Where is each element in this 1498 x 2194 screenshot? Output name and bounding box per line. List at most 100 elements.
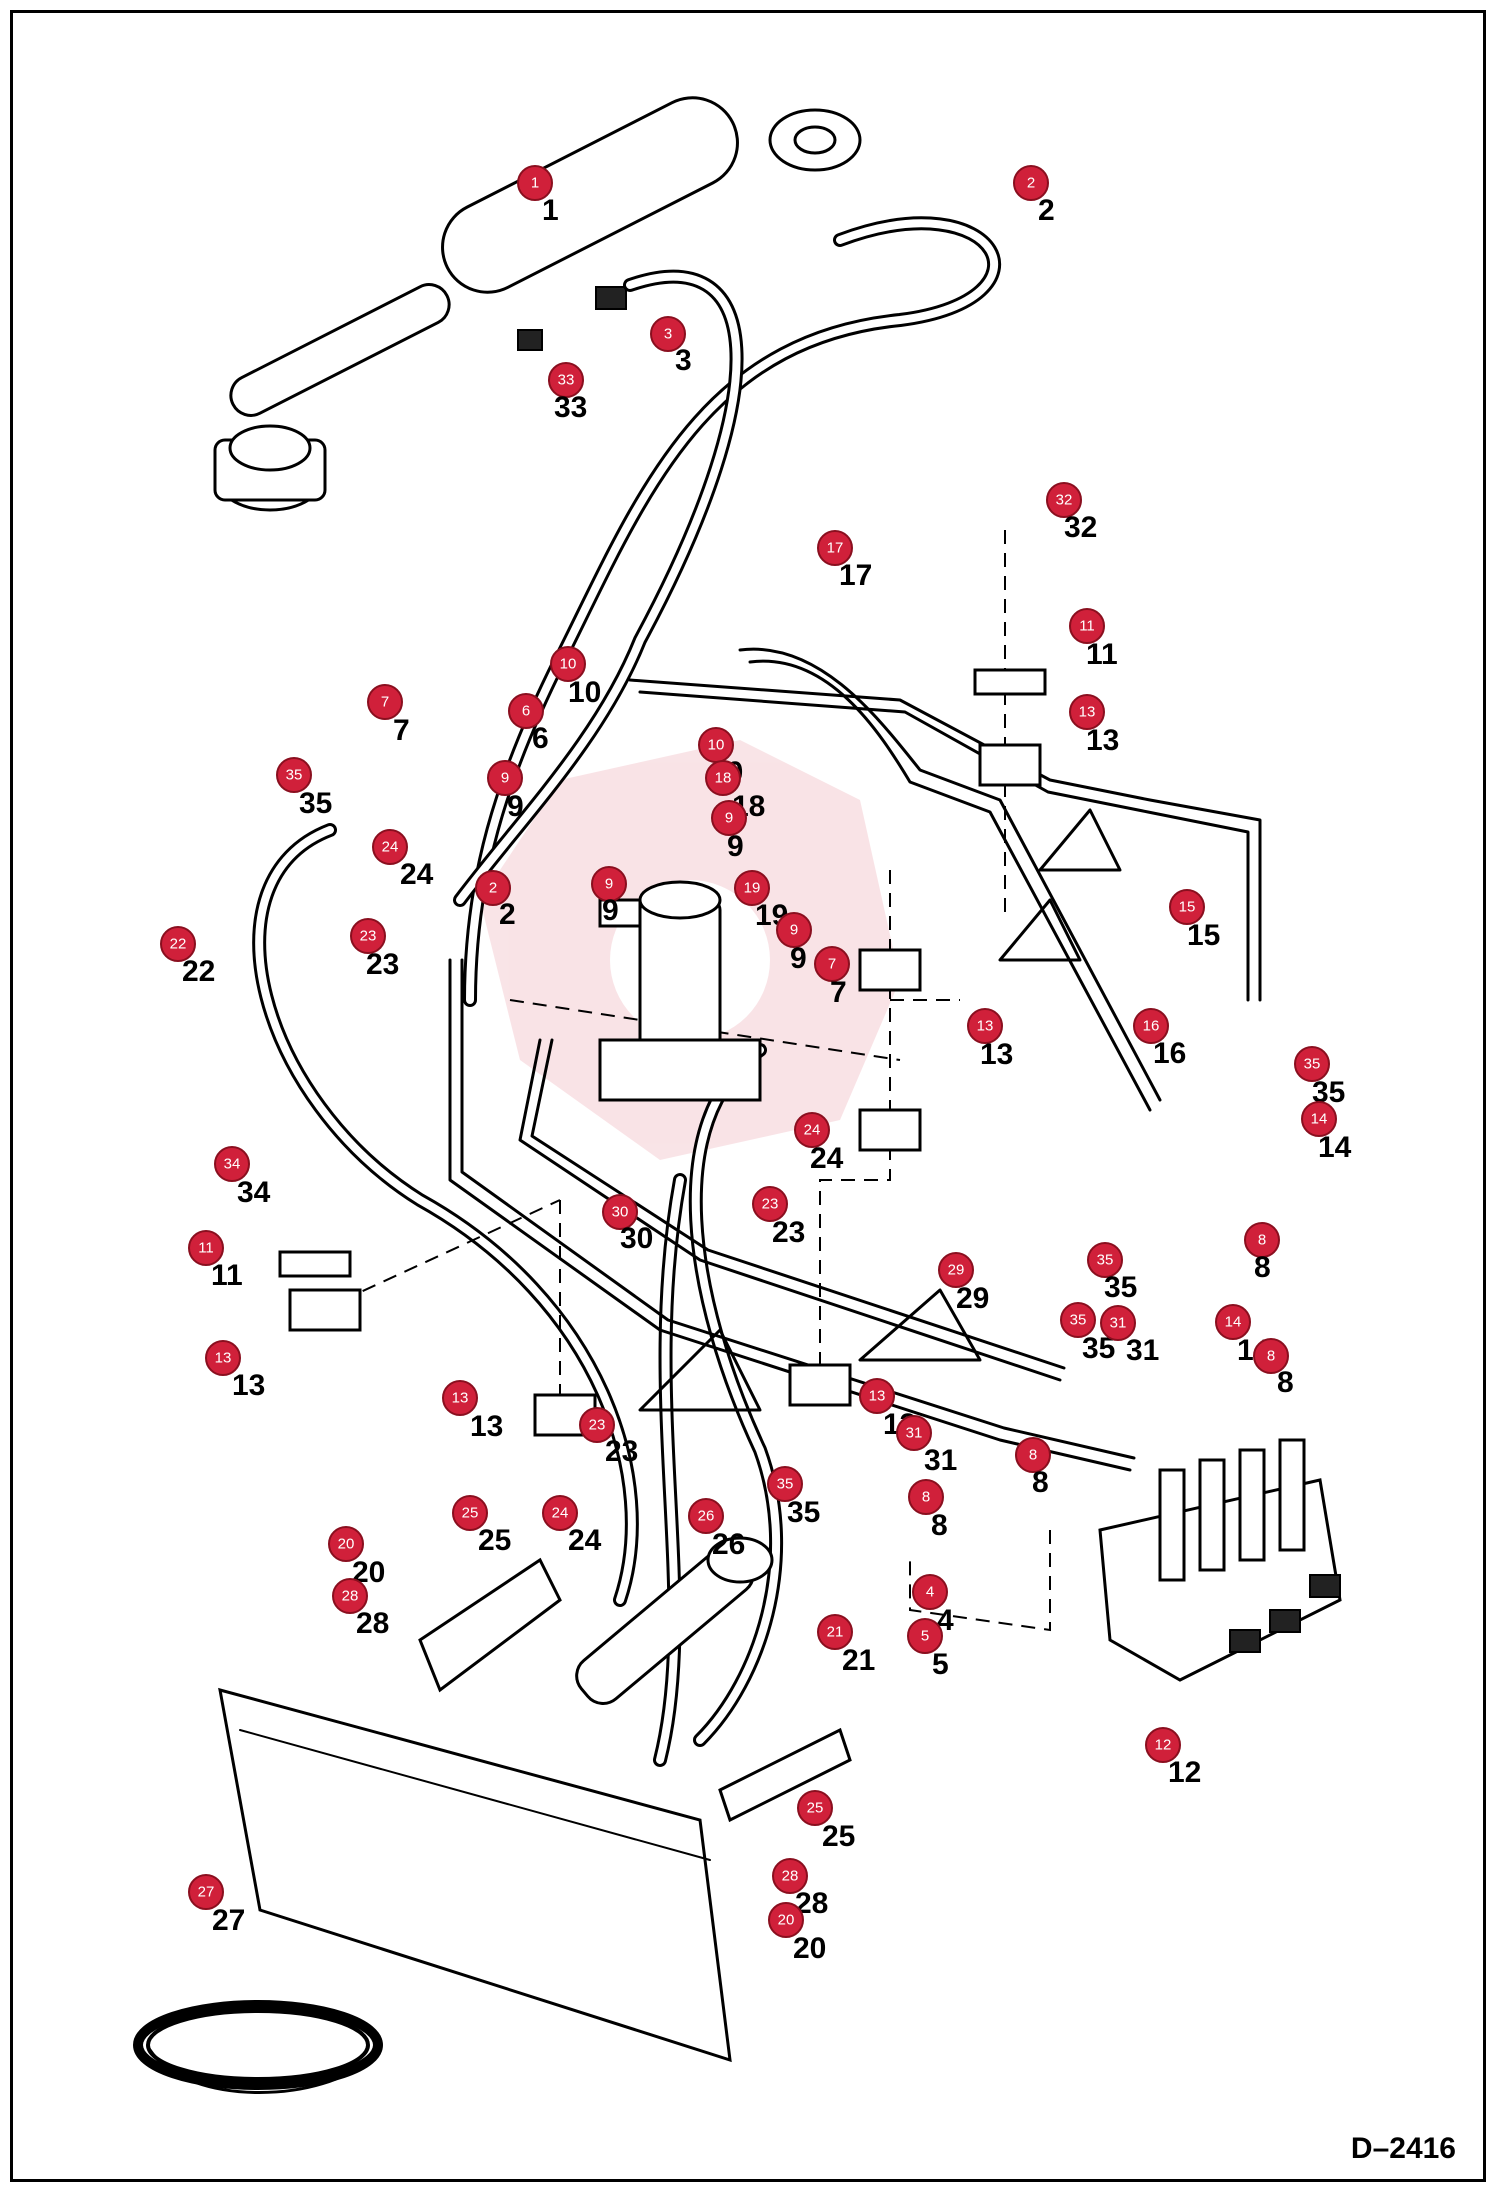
callout-badge[interactable] [205,1340,241,1376]
callout-badge[interactable] [1145,1727,1181,1763]
callout-badge[interactable] [938,1252,974,1288]
callout-badge[interactable] [859,1378,895,1414]
callout-badge[interactable] [542,1495,578,1531]
callout-badge[interactable] [1069,608,1105,644]
callout-8[interactable]: 88 [1015,1437,1051,1499]
callout-9[interactable]: 99 [591,866,627,927]
callout-badge[interactable] [772,1858,808,1894]
callout-badge[interactable] [517,165,553,201]
callout-3[interactable]: 33 [650,316,692,377]
callout-badge[interactable] [967,1008,1003,1044]
callout-4[interactable]: 44 [912,1574,954,1637]
callout-badge[interactable] [776,912,812,948]
callout-badge[interactable] [896,1415,932,1451]
callout-badge[interactable] [1069,694,1105,730]
callout-badge[interactable] [1100,1305,1136,1341]
callout-badge[interactable] [768,1902,804,1938]
callout-badge[interactable] [332,1578,368,1614]
callout-badge[interactable] [817,530,853,566]
callout-1[interactable]: 11 [517,165,559,227]
callout-6[interactable]: 66 [508,693,549,755]
callout-badge[interactable] [1133,1008,1169,1044]
callout-7[interactable]: 77 [367,684,410,747]
callout-badge[interactable] [814,946,850,982]
callout-badge[interactable] [817,1614,853,1650]
callout-badge[interactable] [1046,482,1082,518]
callout-badge[interactable] [908,1479,944,1515]
callout-badge[interactable] [1244,1222,1280,1258]
callout-badge[interactable] [907,1618,943,1654]
callout-badge[interactable] [1015,1437,1051,1473]
callout-badge[interactable] [705,760,741,796]
callout-badge[interactable] [767,1466,803,1502]
callout-badge[interactable] [188,1874,224,1910]
callout-badge[interactable] [912,1574,948,1610]
callout-9[interactable]: 99 [711,800,747,863]
callout-8[interactable]: 88 [908,1479,948,1542]
callout-badge[interactable] [487,760,523,796]
callout-badge[interactable] [1087,1242,1123,1278]
callout-badge[interactable] [1169,889,1205,925]
callout-badge[interactable] [711,800,747,836]
callout-8[interactable]: 88 [1253,1338,1294,1399]
callout-badge[interactable] [579,1407,615,1443]
callout-badge[interactable] [452,1495,488,1531]
callout-9[interactable]: 99 [776,912,812,975]
callout-badge[interactable] [328,1526,364,1562]
callout-badge[interactable] [688,1498,724,1534]
callout-badge[interactable] [508,693,544,729]
callout-badge[interactable] [1215,1304,1251,1340]
callout-badge[interactable] [650,316,686,352]
callout-badge[interactable] [548,362,584,398]
callout-badge[interactable] [160,926,196,962]
callout-badge[interactable] [372,829,408,865]
callout-badge[interactable] [602,1194,638,1230]
callout-badge[interactable] [1294,1046,1330,1082]
callout-badge[interactable] [214,1146,250,1182]
callout-badge[interactable] [1060,1302,1096,1338]
callout-badge[interactable] [591,866,627,902]
callout-2[interactable]: 22 [475,870,516,931]
callout-badge[interactable] [188,1230,224,1266]
callout-badge[interactable] [794,1112,830,1148]
callout-badge[interactable] [734,870,770,906]
callout-badge[interactable] [475,870,511,906]
callout-badge[interactable] [1301,1101,1337,1137]
callout-badge[interactable] [1253,1338,1289,1374]
callout-7[interactable]: 77 [814,946,850,1009]
callout-badge[interactable] [367,684,403,720]
callout-badge[interactable] [550,646,586,682]
callout-badge[interactable] [276,757,312,793]
callout-badge[interactable] [442,1380,478,1416]
